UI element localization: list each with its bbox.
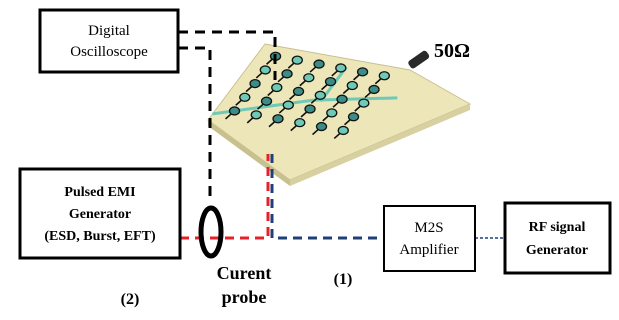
board-pad <box>250 110 262 120</box>
board-pad <box>336 94 348 104</box>
board-pad <box>282 100 294 110</box>
rf-path <box>270 154 384 240</box>
path-2-label: (2) <box>121 291 140 308</box>
rf-generator-label-2: Generator <box>526 243 588 258</box>
pcb-board <box>207 43 472 186</box>
amplifier-label-2: Amplifier <box>399 242 458 258</box>
path-1-label: (1) <box>334 271 353 288</box>
amplifier-label-1: M2S <box>414 220 443 236</box>
board-pad <box>304 104 316 114</box>
board-pad <box>271 82 283 93</box>
board-pad <box>294 118 306 128</box>
board-pad <box>326 108 338 118</box>
board-pad <box>356 67 369 77</box>
emi-path <box>180 154 270 240</box>
board-pad <box>249 78 261 89</box>
board-pad <box>335 63 347 73</box>
amplifier-box: M2S Amplifier <box>383 205 476 272</box>
board-pad <box>239 92 251 102</box>
oscilloscope-box: Digital Oscilloscope <box>38 8 180 74</box>
board-pad <box>337 125 349 136</box>
board-pad <box>260 96 273 106</box>
rf-generator-box: RF signal Generator <box>503 201 612 275</box>
board-pad <box>378 71 390 81</box>
board-pad <box>324 76 337 87</box>
probe-label-2: probe <box>222 287 267 307</box>
probe-label-1: Curent <box>217 263 272 283</box>
emi-generator-label-2: Generator <box>69 207 131 222</box>
board-trace <box>313 96 398 102</box>
load-label: 50Ω <box>434 40 470 62</box>
board-pad <box>358 98 370 108</box>
emi-generator-label-1: Pulsed EMI <box>64 185 135 200</box>
board-pad <box>291 55 303 65</box>
board-pad <box>346 80 358 91</box>
resistor-icon <box>408 50 430 69</box>
oscilloscope-label-2: Oscilloscope <box>70 44 148 60</box>
board-pad <box>259 65 271 75</box>
board-pad <box>313 59 325 69</box>
board-pad <box>314 90 326 100</box>
board-pad <box>281 69 293 79</box>
current-probe-icon <box>198 205 224 259</box>
board-pad <box>368 84 380 95</box>
emi-generator-label-3: (ESD, Burst, EFT) <box>44 229 156 244</box>
scope-cable <box>178 30 277 203</box>
board-pad <box>292 86 305 97</box>
board-pad <box>303 73 315 83</box>
board-pad <box>347 112 360 122</box>
board-pad <box>272 114 284 124</box>
rf-generator-label-1: RF signal <box>529 220 586 235</box>
board-pad <box>315 121 328 132</box>
board-pad <box>228 106 241 116</box>
oscilloscope-label-1: Digital <box>88 23 130 39</box>
emi-generator-box: Pulsed EMI Generator (ESD, Burst, EFT) <box>18 167 182 260</box>
